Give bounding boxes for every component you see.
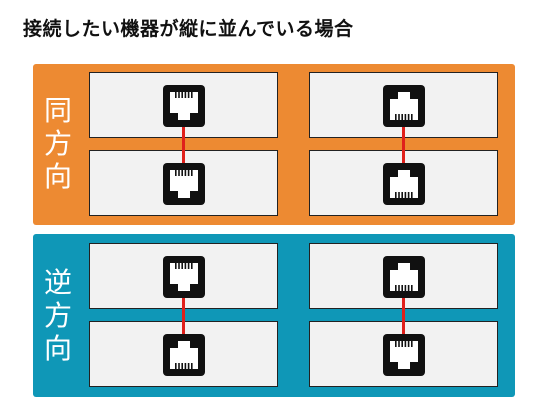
reverse-direction-label: 逆 方 向 <box>33 266 83 365</box>
ethernet-port-icon <box>383 163 425 205</box>
reverse-direction-group: 逆 方 向 <box>33 234 515 397</box>
ethernet-port-icon <box>163 334 205 376</box>
device-bottom-left <box>89 150 278 216</box>
device-top-right <box>309 72 498 138</box>
group-label-char: 逆 <box>43 266 72 299</box>
group-label-char: 同 <box>43 94 72 127</box>
lan-cable-line <box>402 276 405 354</box>
lan-cable-line <box>182 105 185 183</box>
ethernet-port-icon <box>163 85 205 127</box>
device-bottom-left <box>89 321 278 387</box>
lan-cable-line <box>402 105 405 183</box>
ethernet-port-icon <box>163 256 205 298</box>
page-title: 接続したい機器が縦に並んでいる場合 <box>23 18 354 40</box>
ethernet-port-icon <box>383 334 425 376</box>
ethernet-port-icon <box>383 256 425 298</box>
group-label-char: 方 <box>43 127 72 160</box>
device-top-right <box>309 243 498 309</box>
lan-cable-line <box>182 276 185 354</box>
device-top-left <box>89 72 278 138</box>
group-label-char: 方 <box>43 299 72 332</box>
group-label-char: 向 <box>43 160 72 193</box>
same-direction-group: 同 方 向 <box>33 64 515 225</box>
ethernet-port-icon <box>163 163 205 205</box>
device-top-left <box>89 243 278 309</box>
group-label-char: 向 <box>43 332 72 365</box>
ethernet-port-icon <box>383 85 425 127</box>
same-direction-label: 同 方 向 <box>33 94 83 193</box>
